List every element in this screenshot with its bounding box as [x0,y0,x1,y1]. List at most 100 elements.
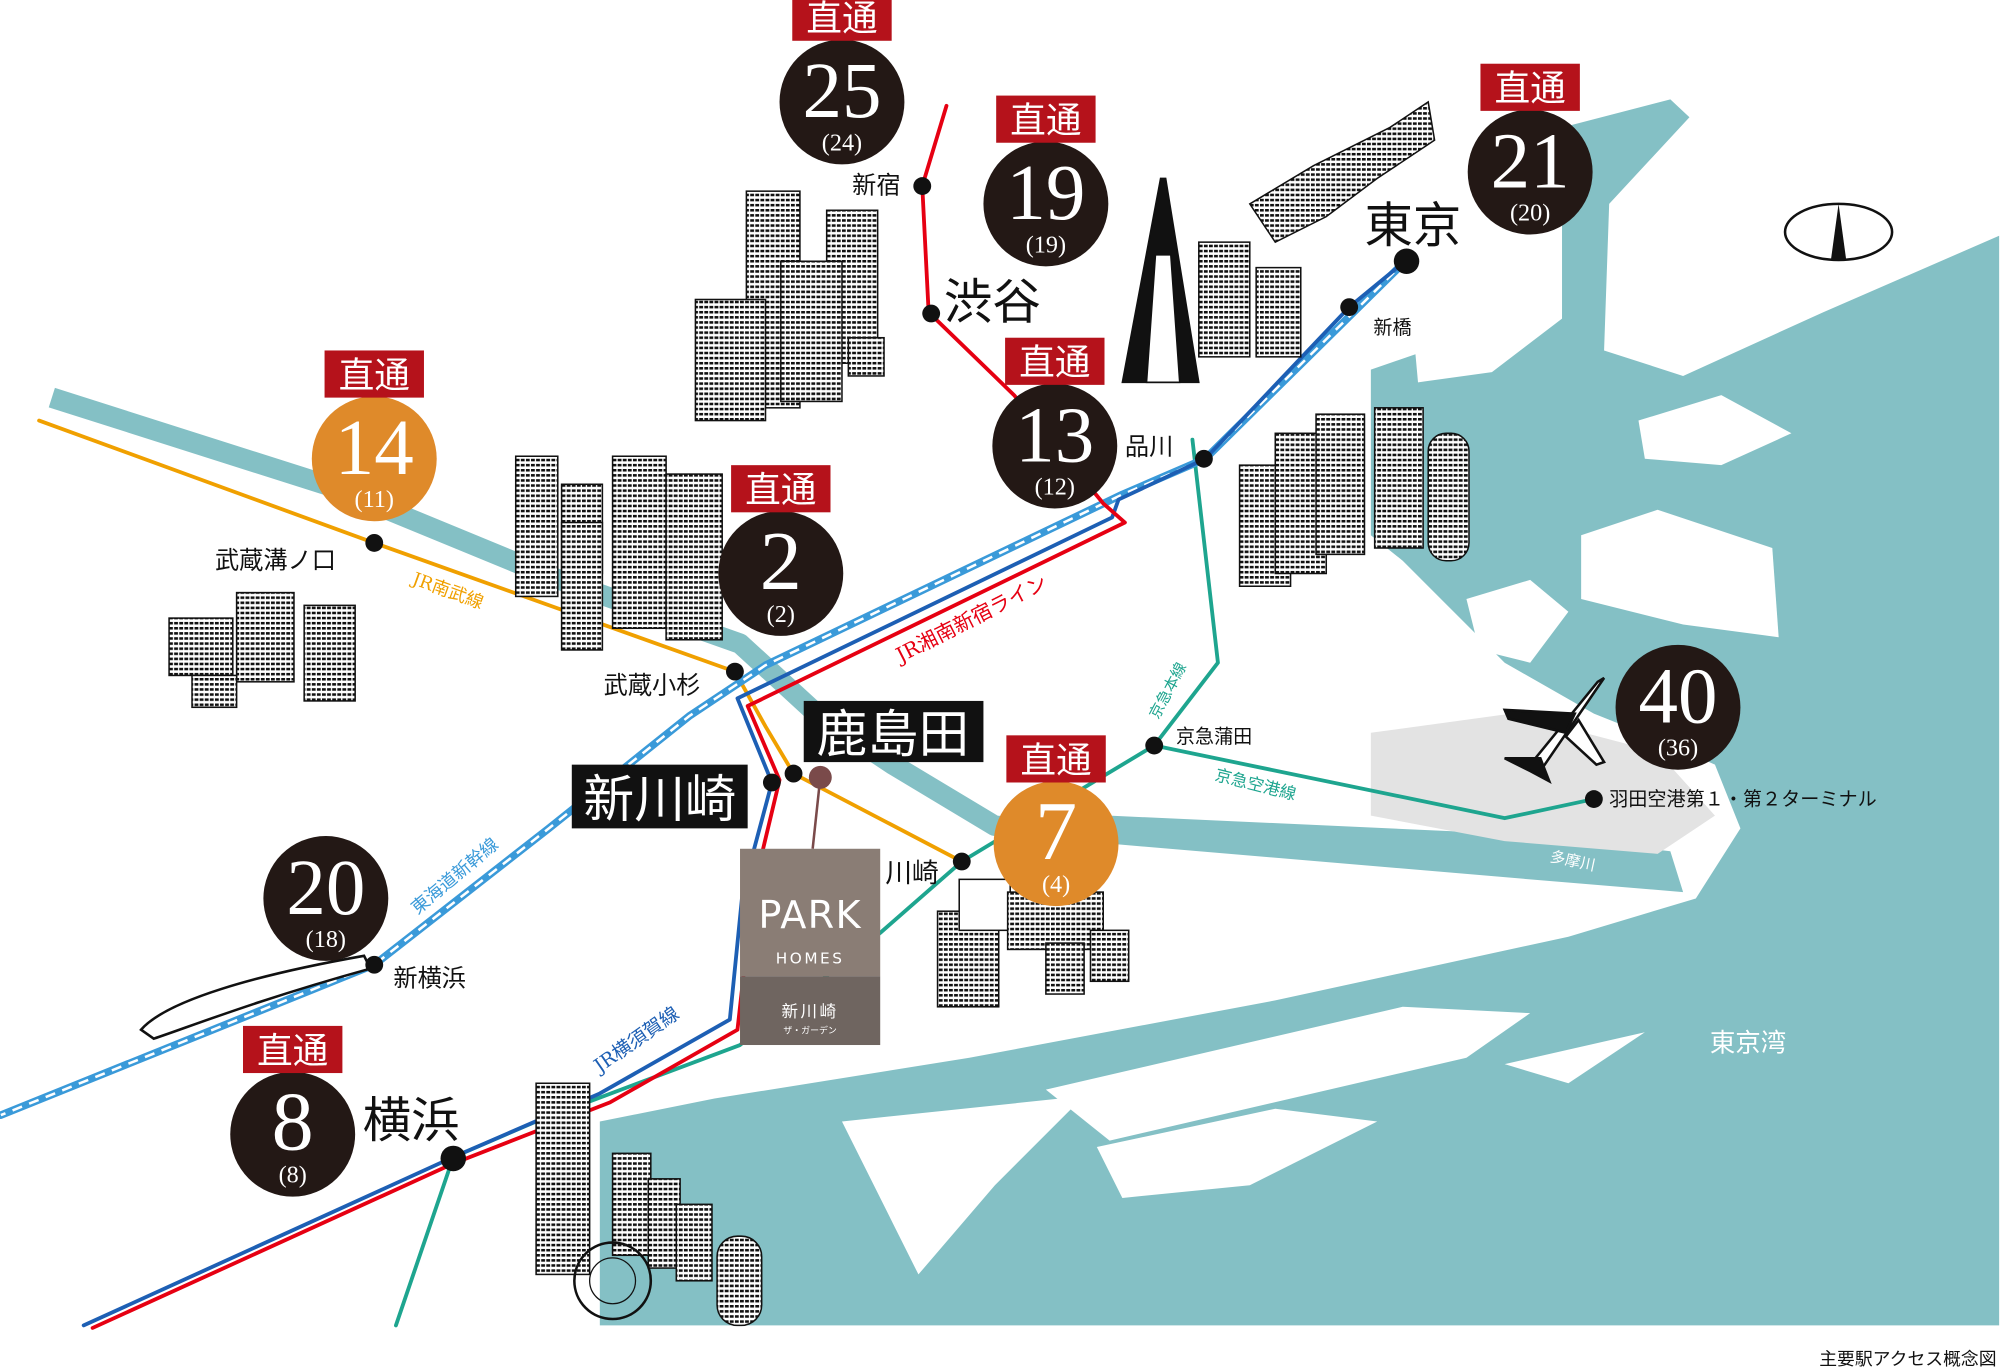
shinkawasaki-label-box [571,764,748,829]
station-dot-shinjuku[interactable] [913,177,932,195]
badge-sub-time: (12) [1035,473,1075,500]
label-shinyokohama: 新横浜 [393,964,466,992]
direct-tag [1480,63,1580,111]
mizonokuchi-buildings [168,591,356,709]
badge-sub-time: (4) [1042,871,1070,898]
keikyu-airport-line [1152,743,1596,821]
land-islands [841,395,1792,1275]
badge-sub-time: (2) [767,601,795,628]
badge-circle [983,141,1109,267]
badge-shinagawa: 直通 13(12) [992,337,1118,509]
direct-tag [996,95,1096,143]
badge-circle [230,1071,356,1197]
badge-time: 7 [1035,785,1077,878]
badge-time: 40 [1638,654,1717,741]
yokohama-landmark-tower [535,1082,763,1327]
badge-time: 21 [1491,118,1570,205]
kashimada-label-box [803,700,984,763]
badge-time: 13 [1015,392,1094,479]
station-dot-kawasaki[interactable] [952,852,971,871]
station-dot-shinyokohama[interactable] [365,955,384,974]
badge-time: 19 [1006,150,1085,237]
property-marker[interactable]: PARK HOMES 新川崎 ザ・ガーデン [740,765,881,1046]
direct-label: 直通 [1010,101,1081,142]
haneda-airport [1370,713,1715,854]
direct-label: 直通 [806,0,877,40]
label-shinjuku: 新宿 [852,172,900,200]
direct-tag [1005,337,1105,385]
badge-circle [1467,109,1593,235]
badge-sub-time: (19) [1026,231,1066,258]
landmark-illustrations [139,100,1606,1327]
station-dot-shimbashi[interactable] [1340,298,1359,317]
badge-kosugi: 直通2(2) [718,465,844,636]
direct-label: 直通 [745,470,816,511]
station-dot-shinkawasaki[interactable] [762,773,781,792]
property-pin-icon [808,765,832,789]
direct-tag [731,465,831,513]
badge-time: 2 [760,515,802,608]
badge-kawasaki: 直通7(4) [993,735,1119,907]
label-shibuya: 渋谷 [944,275,1041,331]
station-dot-shinagawa[interactable] [1194,449,1213,468]
station-dot-kashimada[interactable] [784,764,803,783]
property-name-sub: ザ・ガーデン [783,1025,837,1037]
direct-tag [792,0,892,41]
badge-sub-time: (11) [355,486,394,513]
direct-tag [324,350,424,398]
shinagawa-towers [1238,407,1470,587]
direct-label: 直通 [1019,343,1090,384]
badge-sub-time: (8) [279,1162,307,1189]
direct-label: 直通 [257,1031,328,1072]
label-kawasaki: 川崎 [885,858,939,889]
label-mizonokuchi: 武蔵溝ノ口 [215,546,336,574]
ferris-wheel [573,1241,653,1321]
badge-circle [992,383,1118,509]
badge-mizonokuchi: 直通 14(11) [311,350,437,522]
station-labels: 新宿 渋谷 東京 新橋 品川 武蔵溝ノ口 武蔵小杉 鹿島田 新川崎 川崎 京急蒲… [215,172,1877,1149]
station-dot-kosugi[interactable] [726,662,744,681]
badge-circle [779,39,905,165]
station-dots [365,177,1603,1172]
direct-label: 直通 [339,355,410,396]
station-dot-shibuya[interactable] [922,304,941,323]
label-keikyu-main: 京急本線 [1146,660,1191,722]
label-tokyo-bay: 東京湾 [1710,1028,1786,1058]
direct-label: 直通 [1494,69,1565,110]
badge-time: 14 [335,405,414,492]
badge-circle [311,396,437,522]
badge-time: 25 [802,48,881,135]
badge-yokohama: 直通8(8) [230,1025,356,1197]
station-dot-tokyo[interactable] [1393,248,1420,274]
direct-tag [242,1025,343,1074]
badge-circle [718,511,844,636]
map-caption: 主要駅アクセス概念図 [1819,1348,1996,1370]
label-kashimada: 鹿島田 [816,706,969,765]
station-dot-keikyukamata[interactable] [1145,736,1164,755]
badge-circle [263,836,389,961]
label-shinkawasaki: 新川崎 [583,771,736,830]
property-brand: PARK [758,894,861,938]
station-dot-yokohama[interactable] [440,1145,467,1172]
label-yokohama: 横浜 [363,1093,460,1149]
station-dot-mizonokuchi[interactable] [365,533,384,552]
badge-sub-time: (24) [822,129,862,156]
station-dot-haneda[interactable] [1584,790,1603,808]
travel-time-badges: 直通25(24)直通19(19)直通21(20)直通13(12)直通14(11)… [230,0,1741,1197]
badge-circle [1615,644,1741,770]
shinjuku-skyscrapers [694,190,885,422]
label-kosugi: 武蔵小杉 [604,671,701,699]
airplane-icon [1502,676,1606,784]
tokyo-tower [1121,177,1302,384]
north-compass-icon [1783,202,1894,262]
badge-time: 8 [272,1076,314,1169]
tokyo-bay [599,99,2000,1326]
badge-circle [993,781,1119,907]
badge-shinjuku: 直通 25(24) [779,0,905,165]
property-brand-sub: HOMES [776,949,845,967]
label-tokyo: 東京 [1364,198,1461,254]
badge-time: 20 [286,845,365,932]
kosugi-towers [514,455,723,651]
